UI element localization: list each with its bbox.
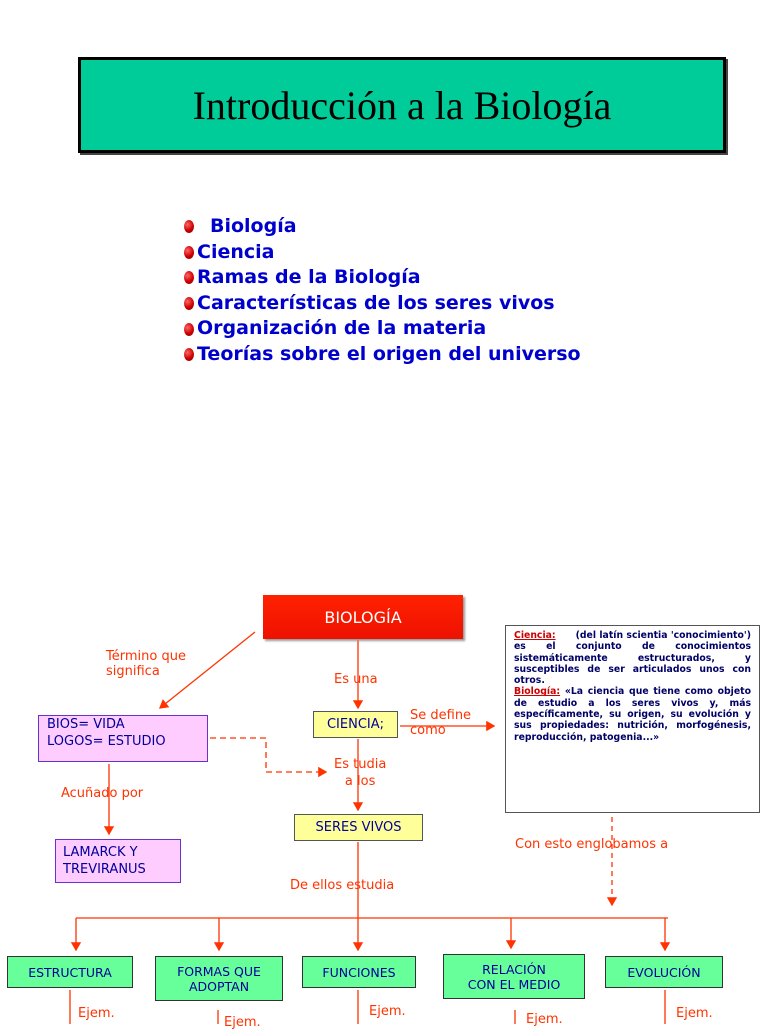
node-seres-vivos: SERES VIVOS bbox=[294, 814, 423, 841]
list-item: Ciencia bbox=[184, 240, 581, 266]
red-bullet-icon bbox=[184, 348, 194, 362]
node-evolucion: EVOLUCIÓN bbox=[605, 956, 723, 988]
label-con-esto: Con esto englobamos a bbox=[515, 837, 669, 852]
red-bullet-icon bbox=[184, 322, 194, 336]
node-bios-logos: BIOS= VIDA LOGOS= ESTUDIO bbox=[38, 715, 208, 762]
label-ejem-relacion: Ejem. bbox=[526, 1012, 563, 1027]
label-ejem-evolucion: Ejem. bbox=[676, 1006, 713, 1021]
ciencia-definition: (del latín scientia 'conocimiento') es e… bbox=[514, 630, 751, 687]
label-de-ellos: De ellos estudia bbox=[290, 878, 395, 893]
page-title: Introducción a la Biología bbox=[192, 82, 612, 128]
label-acunado-por: Acuñado por bbox=[61, 786, 144, 801]
red-bullet-icon bbox=[184, 271, 194, 285]
label-estudia: Es tudia a los bbox=[334, 757, 387, 789]
list-item: Teorías sobre el origen del universo bbox=[184, 342, 581, 368]
label-es-una: Es una bbox=[334, 672, 378, 687]
red-bullet-icon bbox=[184, 220, 194, 234]
label-ejem-formas: Ejem. bbox=[224, 1015, 261, 1030]
title-box: Introducción a la Biología bbox=[78, 57, 726, 153]
ciencia-term: Ciencia: bbox=[514, 630, 556, 641]
arrow-biologia-to-bios bbox=[158, 631, 256, 709]
definition-box: Ciencia: (del latín scientia 'conocimien… bbox=[505, 625, 760, 813]
list-item: Ramas de la Biología bbox=[184, 265, 581, 291]
list-item: Organización de la materia bbox=[184, 316, 581, 342]
biologia-definition: «La ciencia que tiene como objeto de est… bbox=[514, 686, 751, 743]
arrow-bios-to-estudia bbox=[210, 737, 328, 778]
node-funciones: FUNCIONES bbox=[302, 956, 416, 988]
label-se-define: Se define como bbox=[410, 708, 472, 738]
biologia-term: Biología: bbox=[514, 686, 561, 698]
node-lamarck: LAMARCK Y TREVIRANUS bbox=[55, 839, 181, 883]
red-bullet-icon bbox=[184, 245, 194, 259]
node-estructura: ESTRUCTURA bbox=[7, 956, 133, 988]
topic-list: Biología Ciencia Ramas de la Biología Ca… bbox=[184, 214, 581, 368]
red-bullet-icon bbox=[184, 297, 194, 311]
label-termino: Término que significa bbox=[106, 649, 186, 679]
list-item: Biología bbox=[184, 214, 581, 240]
node-formas: FORMAS QUE ADOPTAN bbox=[155, 956, 283, 1001]
label-ejem-funciones: Ejem. bbox=[369, 1004, 406, 1019]
node-biologia: BIOLOGÍA bbox=[263, 595, 463, 639]
list-item: Características de los seres vivos bbox=[184, 291, 581, 317]
node-relacion: RELACIÓN CON EL MEDIO bbox=[443, 954, 585, 999]
label-ejem-estructura: Ejem. bbox=[78, 1006, 115, 1021]
node-ciencia: CIENCIA; bbox=[313, 711, 398, 738]
